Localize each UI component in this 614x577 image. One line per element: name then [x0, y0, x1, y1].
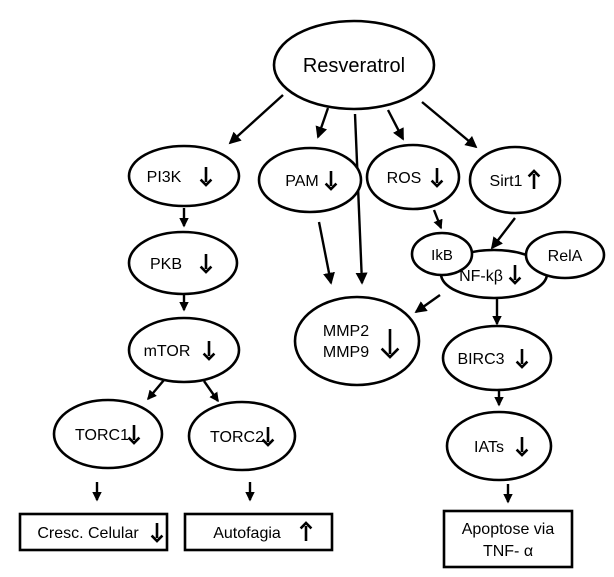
edge-resveratrol-sirt1 [421, 101, 478, 149]
node-label-line1: MMP2 [323, 323, 369, 340]
node-label: BIRC3 [457, 351, 504, 368]
node-label: Cresc. Celular [37, 525, 139, 542]
node-label: TORC2 [210, 429, 264, 446]
arrow-down-icon [261, 427, 275, 447]
arrow-up-icon [527, 169, 541, 189]
edge-pam-mmp [317, 221, 335, 285]
node-torc1: TORC1 [52, 398, 164, 470]
arrow-down-icon [324, 171, 338, 191]
arrow-down-icon [430, 168, 444, 188]
arrow-down-icon [515, 437, 529, 457]
edge-mtor-torc2 [203, 380, 219, 403]
node-pi3k: PI3K [127, 144, 241, 208]
node-label-line2: MMP9 [323, 344, 369, 361]
node-label: Resveratrol [303, 55, 405, 77]
node-label: IkB [431, 247, 453, 264]
node-torc2: TORC2 [187, 400, 297, 472]
arrow-down-icon [515, 349, 529, 369]
node-label: mTOR [144, 343, 191, 360]
node-iats: IATs [445, 410, 553, 482]
arrow-down-icon [199, 167, 213, 187]
node-label: PKB [150, 256, 182, 273]
edge-sirt1-nfkb [490, 217, 516, 250]
node-autofagia: Autofagia [183, 512, 334, 552]
arrow-down-icon [199, 254, 213, 274]
edge-resveratrol-ros [386, 109, 405, 141]
edge-mtor-torc1 [147, 379, 165, 401]
node-label: RelA [548, 248, 583, 265]
node-label-line1: Apoptose via [462, 521, 555, 538]
node-pkb: PKB [127, 230, 239, 296]
node-label: ROS [387, 170, 422, 187]
edge-nfkb-mmp [414, 294, 441, 314]
node-rela: RelA [524, 230, 606, 280]
node-apoptose: Apoptose via TNF- α [442, 509, 574, 569]
edge-resveratrol-pam [315, 107, 330, 139]
node-label-line2: TNF- α [483, 543, 533, 560]
node-label: Sirt1 [490, 173, 523, 190]
node-pam: PAM [257, 146, 363, 214]
arrow-down-icon [380, 329, 400, 359]
node-label: Autofagia [213, 525, 281, 542]
node-mtor: mTOR [127, 316, 241, 384]
edge-ros-ikb [432, 209, 443, 230]
arrow-down-icon [127, 425, 141, 445]
node-resveratrol: Resveratrol [272, 19, 436, 111]
edge-resveratrol-mmp [353, 113, 368, 285]
node-ros: ROS [365, 143, 461, 211]
arrow-down-icon [508, 265, 522, 285]
node-mmp: MMP2 MMP9 [293, 295, 421, 387]
edge-resveratrol-pi3k [228, 94, 284, 145]
node-label: PI3K [147, 169, 182, 186]
node-label: TORC1 [75, 427, 129, 444]
node-ikb: IkB [410, 231, 474, 277]
arrow-up-icon [299, 521, 313, 541]
node-cresc: Cresc. Celular [18, 512, 169, 552]
arrow-down-icon [202, 341, 216, 361]
arrow-down-icon [150, 523, 164, 543]
node-label: IATs [474, 439, 504, 456]
node-sirt1: Sirt1 [468, 145, 562, 215]
node-label: PAM [285, 173, 318, 190]
node-label: NF-kβ [459, 268, 503, 285]
edges [92, 94, 516, 504]
node-birc3: BIRC3 [441, 324, 553, 392]
